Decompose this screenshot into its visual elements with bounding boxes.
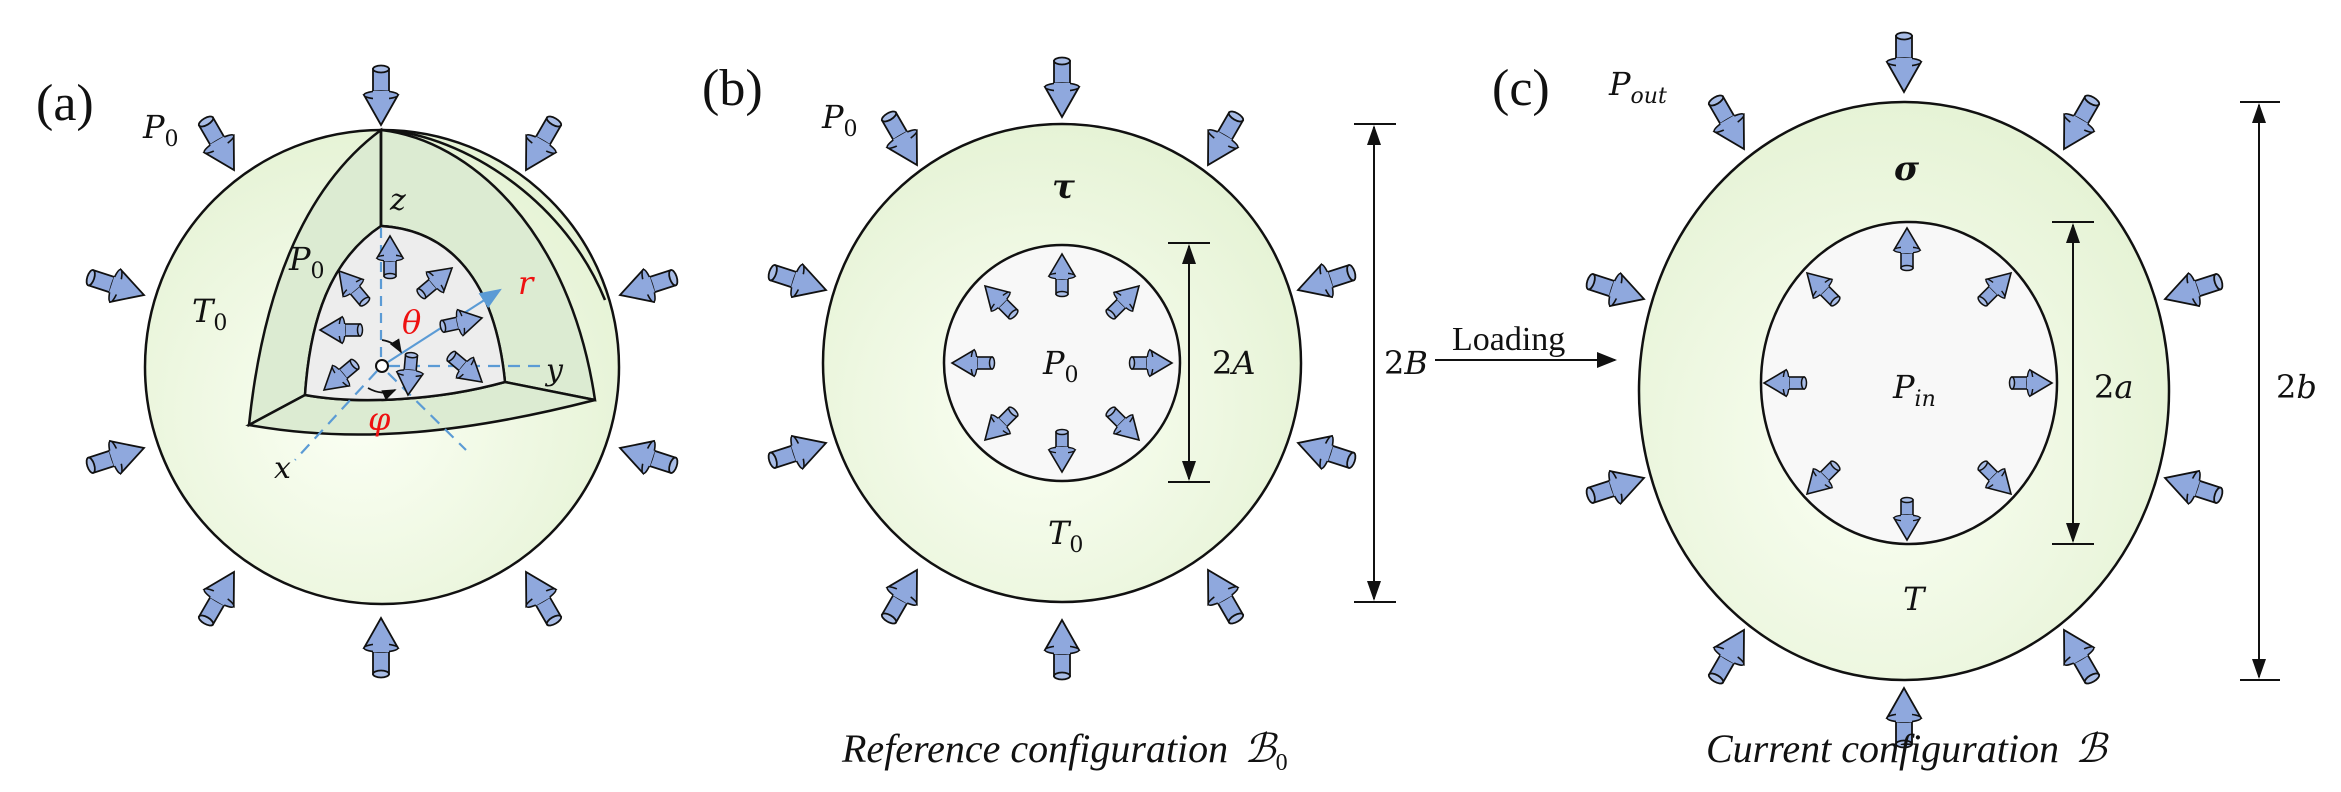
pressure-arrow-icon [1886, 31, 1922, 93]
panel-b: (b) 2A [702, 56, 1428, 776]
pressure-arrow-icon [1291, 254, 1361, 308]
loading-label: Loading [1452, 321, 1565, 358]
stress-label: σ [1894, 149, 1920, 189]
pressure-arrow-icon [613, 259, 683, 313]
panel-a-label: (a) [36, 75, 94, 132]
pressure-arrow-icon [871, 104, 933, 175]
pressure-arrow-icon [363, 64, 399, 126]
outer-pressure-label: Pout [1608, 65, 1667, 109]
dim-2A-label: 2A [1212, 344, 1255, 382]
inner-pressure-label: Pin [1892, 368, 1936, 412]
pressure-arrow-icon [1698, 88, 1760, 159]
pressure-arrow-icon [510, 109, 572, 180]
phi-arc-icon [367, 387, 397, 401]
pressure-arrow-icon [1581, 263, 1651, 317]
pressure-arrow-icon [871, 560, 933, 631]
x-axis-dashed [294, 370, 378, 461]
pressure-arrow-icon [2158, 263, 2228, 317]
pressure-arrow-icon [1044, 56, 1080, 118]
temperature-label: T0 [1048, 514, 1083, 558]
dim-2a-label: 2a [2094, 368, 2133, 406]
pressure-arrow-icon [2048, 88, 2110, 159]
pressure-arrow-icon [188, 109, 250, 180]
pressure-arrow-icon [1192, 560, 1254, 631]
pressure-arrow-icon [2048, 620, 2110, 691]
pressure-arrow-icon [510, 562, 572, 633]
x-axis-label: x [274, 451, 291, 486]
pressure-arrow-icon [763, 254, 833, 308]
theta-label: θ [402, 303, 421, 341]
loading-transition: Loading [1435, 321, 1617, 368]
z-axis-label: z [389, 183, 406, 218]
r-label: r [518, 264, 535, 302]
inner-pressure-label: P0 [1042, 344, 1079, 388]
phi-label: φ [368, 400, 391, 438]
origin-point [375, 359, 389, 373]
pressure-arrow-icon [363, 617, 399, 679]
pressure-arrow-icon [763, 425, 833, 479]
dim-2b-label: 2b [2276, 368, 2317, 406]
panel-b-label: (b) [702, 60, 763, 117]
temperature-label: T0 [192, 292, 227, 336]
inner-pressure-label: P0 [288, 240, 325, 284]
outer-pressure-label: P0 [821, 98, 858, 142]
stress-label: τ [1052, 167, 1075, 207]
sphere-edge-right [380, 128, 607, 301]
y-axis-label: y [544, 353, 564, 388]
panel-c-label: (c) [1492, 60, 1550, 117]
projection-line-dashed [387, 372, 467, 451]
pressure-arrow-icon [2158, 460, 2228, 514]
pressure-arrow-icon [1581, 460, 1651, 514]
pressure-arrow-icon [188, 562, 250, 633]
pressure-arrow-icon [81, 430, 151, 484]
temperature-label: T [1903, 580, 1927, 618]
pressure-arrow-icon [1698, 620, 1760, 691]
panel-c: (c) 2a [1492, 31, 2317, 771]
theta-arc-icon [381, 338, 402, 354]
pressure-arrow-icon [1291, 425, 1361, 479]
dim-2B-label: 2B [1384, 344, 1428, 382]
pressure-arrow-icon [81, 259, 151, 313]
pressure-arrow-icon [1044, 619, 1080, 681]
pressure-arrow-icon [1192, 104, 1254, 175]
outer-pressure-label: P0 [142, 108, 179, 152]
pressure-arrow-icon [613, 430, 683, 484]
panel-a: (a) [36, 64, 683, 679]
